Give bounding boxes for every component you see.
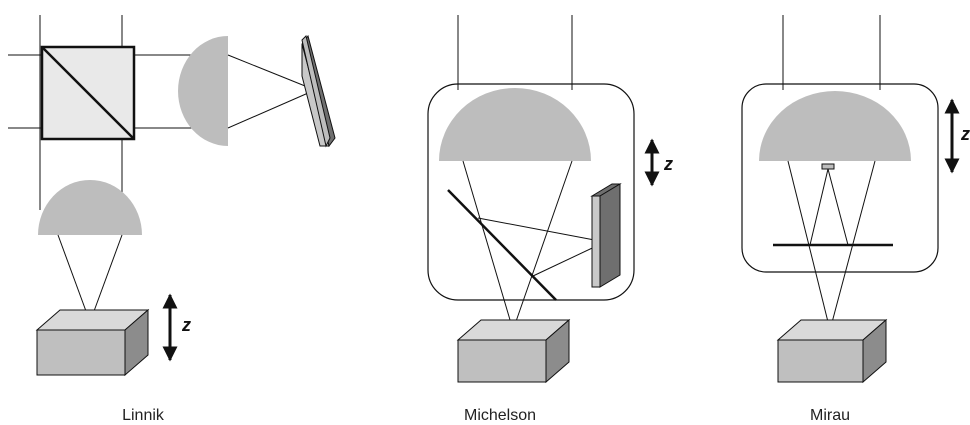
mirau-ref-ray-left [809, 168, 829, 246]
mirau-caption: Mirau [810, 407, 850, 424]
linnik-ref-ray-bottom [227, 89, 316, 129]
michelson-objective [439, 88, 591, 161]
linnik-meas-ray-right [89, 234, 123, 323]
michelson-setup: z Michelson [427, 15, 673, 424]
michelson-reference-mirror [590, 183, 622, 288]
mirau-z-label: z [960, 124, 970, 144]
michelson-housing [427, 83, 635, 301]
mirau-setup: z Mirau [741, 15, 970, 424]
linnik-z-label: z [181, 315, 191, 335]
michelson-ref-ray-top [477, 217, 606, 243]
mirau-reference-mirror [821, 163, 835, 170]
linnik-measurement-objective [38, 180, 142, 235]
linnik-setup: z Linnik [8, 15, 336, 424]
linnik-meas-ray-left [57, 234, 91, 323]
michelson-caption: Michelson [464, 407, 536, 424]
michelson-ray-right [512, 160, 573, 331]
mirau-ref-ray-right [827, 168, 849, 246]
linnik-reference-objective [178, 36, 228, 146]
michelson-sample [456, 318, 571, 384]
linnik-ref-ray-top [227, 54, 316, 91]
mirau-objective [759, 91, 911, 161]
michelson-z-label: z [663, 154, 673, 174]
michelson-beamsplitter [447, 189, 557, 301]
linnik-beamsplitter-diagonal [41, 46, 135, 140]
linnik-reference-mirror-plate [301, 35, 331, 148]
mirau-housing [741, 83, 939, 273]
linnik-caption: Linnik [122, 407, 165, 424]
mirau-sample [776, 318, 888, 384]
linnik-sample [35, 308, 150, 377]
michelson-ray-left [462, 160, 514, 331]
